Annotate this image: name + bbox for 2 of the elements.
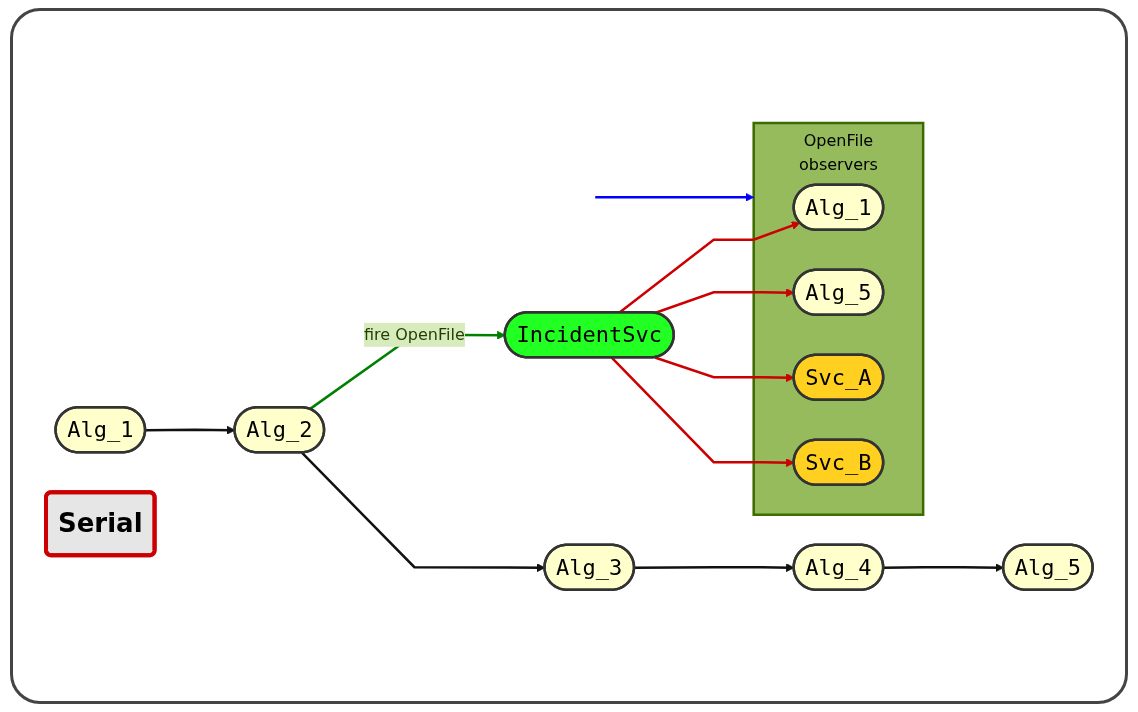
arrow	[594, 192, 754, 202]
edge-label: fire OpenFile	[363, 324, 465, 344]
